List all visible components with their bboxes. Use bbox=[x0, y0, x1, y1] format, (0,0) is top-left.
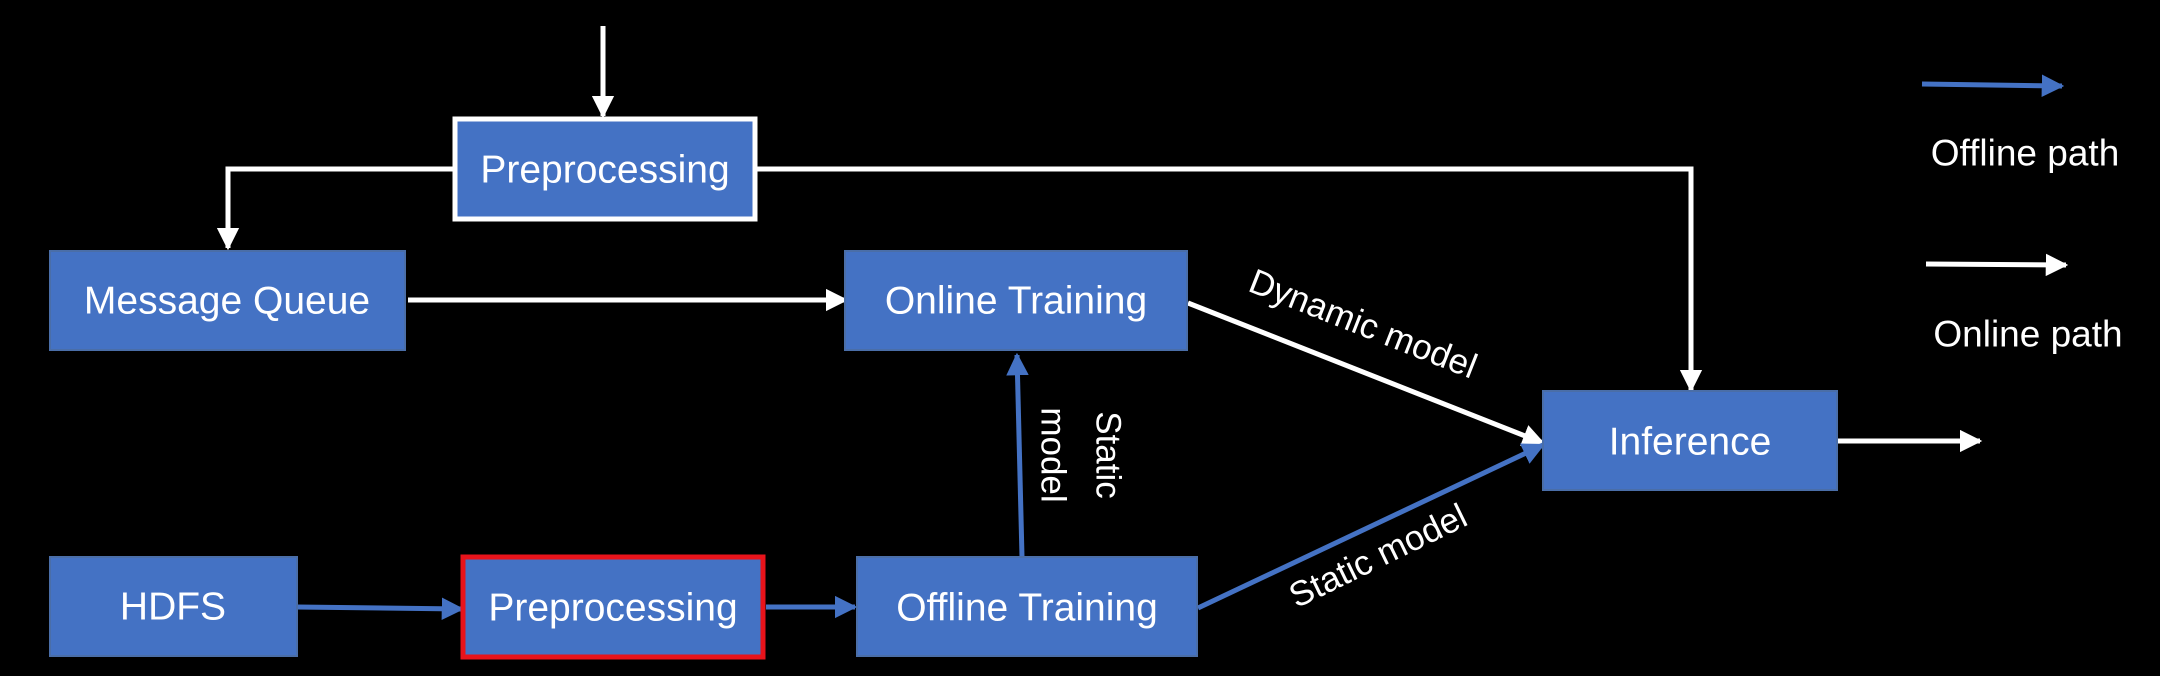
node-label: Preprocessing bbox=[488, 587, 737, 630]
node-inference: Inference bbox=[1542, 390, 1838, 491]
edge-preprocessing-to-inference bbox=[756, 166, 1703, 393]
node-preprocessing-offline: Preprocessing bbox=[460, 554, 766, 660]
node-offline-training: Offline Training bbox=[856, 556, 1198, 657]
node-label: Message Queue bbox=[84, 280, 370, 323]
edge-hdfs-to-preprocessing bbox=[296, 597, 465, 621]
offline-edges bbox=[296, 352, 1546, 621]
edge-preprocessing-to-message-queue bbox=[216, 166, 455, 251]
legend-offline-label: Offline path bbox=[1931, 133, 2120, 174]
node-hdfs: HDFS bbox=[49, 556, 298, 657]
edge-offline-training-to-online-training bbox=[1006, 352, 1029, 558]
node-label: Preprocessing bbox=[480, 149, 729, 192]
legend-online-label: Online path bbox=[1933, 314, 2122, 355]
node-label: Online Training bbox=[885, 280, 1147, 323]
online-edges bbox=[216, 26, 1983, 453]
edge-label-static-vertical-line2: model bbox=[1034, 407, 1073, 502]
node-message-queue: Message Queue bbox=[49, 250, 406, 351]
edge-online-training-to-inference bbox=[1187, 300, 1546, 447]
node-online-training: Online Training bbox=[844, 250, 1188, 351]
node-label: Inference bbox=[1609, 421, 1772, 464]
legend-online-arrow bbox=[1925, 253, 2069, 277]
node-label: HDFS bbox=[120, 586, 226, 629]
node-label: Offline Training bbox=[896, 587, 1158, 630]
edge-offline-training-to-inference bbox=[1196, 442, 1546, 611]
legend: Offline path Online path bbox=[1921, 74, 2123, 355]
legend-offline-arrow bbox=[1921, 74, 2065, 97]
edge-label-static-vertical-line1: Static bbox=[1089, 411, 1128, 499]
node-preprocessing-online: Preprocessing bbox=[452, 116, 758, 222]
edge-label-dynamic-model: Dynamic model bbox=[1244, 262, 1483, 387]
